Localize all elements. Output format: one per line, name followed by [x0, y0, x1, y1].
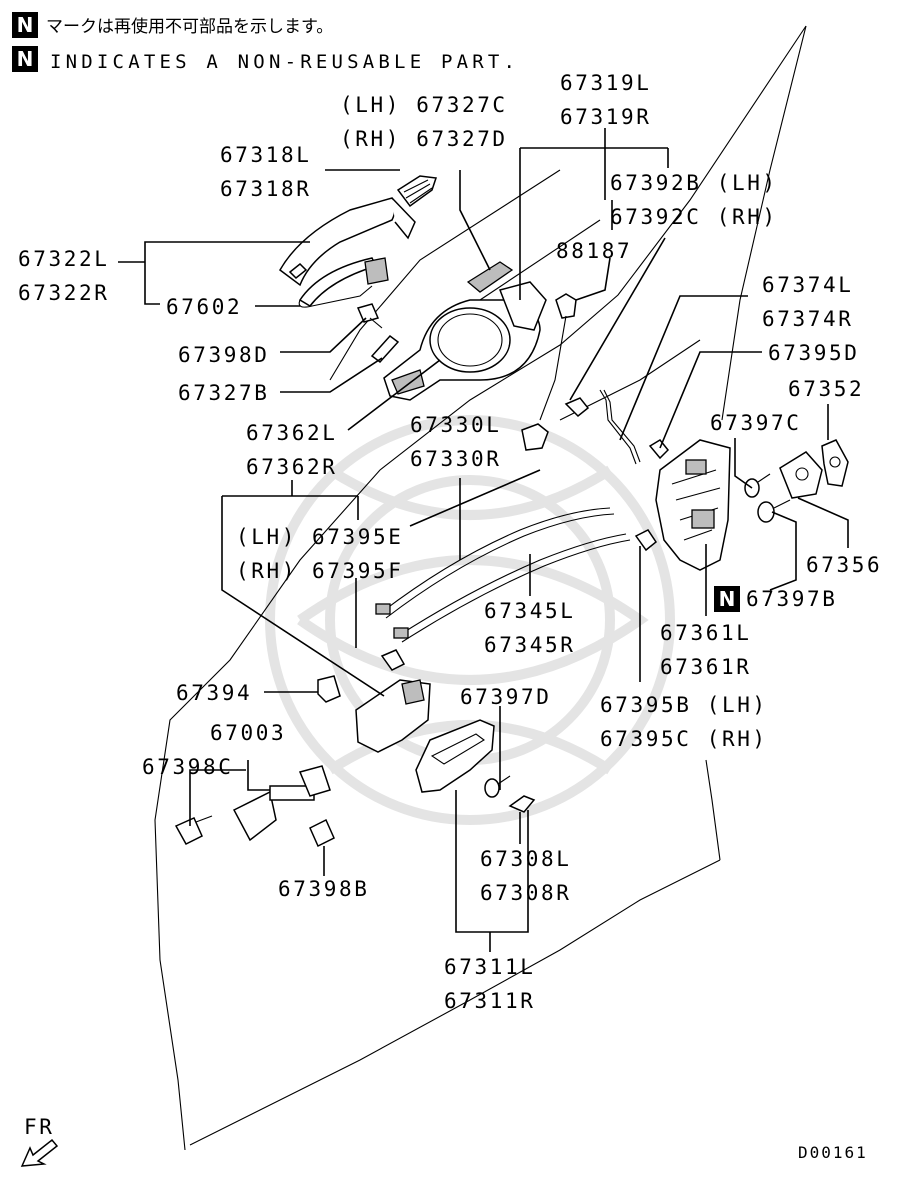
n-badge-en: N — [17, 47, 34, 71]
cover-67308 — [508, 795, 536, 813]
label-67392b: 67392B (LH) — [610, 171, 778, 195]
cables-67345 — [375, 507, 631, 643]
frame-67319 — [383, 281, 547, 401]
label-67395f: 67395F — [312, 559, 403, 583]
screw-67398d — [356, 303, 383, 329]
label-67327c: (LH) 67327C — [340, 93, 508, 117]
label-67374l: 67374L — [762, 273, 853, 297]
label-67327b: 67327B — [178, 381, 269, 405]
label-67319r: 67319R — [560, 105, 651, 129]
label-67395c: 67395C (RH) — [600, 727, 768, 751]
spacer-67352 — [821, 439, 849, 487]
connector-67330 — [521, 397, 590, 451]
label-67397b: 67397B — [746, 587, 837, 611]
label-67319l: 67319L — [560, 71, 651, 95]
label-67395e: 67395E — [312, 525, 403, 549]
leader-lines — [118, 128, 849, 952]
label-67345r: 67345R — [484, 633, 575, 657]
label-67311l: 67311L — [444, 955, 535, 979]
bumper-67394 — [317, 675, 341, 703]
label-67398c: 67398C — [142, 755, 233, 779]
label-67318r: 67318R — [220, 177, 311, 201]
label-67003: 67003 — [210, 721, 286, 745]
label-67397c: 67397C — [710, 411, 801, 435]
n-badge-67397b — [714, 586, 740, 612]
label-67397d: 67397D — [460, 685, 551, 709]
front-direction: FR — [20, 1115, 59, 1167]
label-67327d: (RH) 67327D — [340, 127, 508, 151]
label-67308r: 67308R — [480, 881, 571, 905]
label-67398d: 67398D — [178, 343, 269, 367]
part-labels: (LH) 67327C (RH) 67327D 67319L 67319R 67… — [18, 71, 882, 1013]
screw-67397b — [757, 499, 791, 523]
screw-67397d — [484, 775, 511, 798]
inner-handle-67311 — [415, 719, 495, 793]
label-67395e-lh: (LH) — [236, 525, 297, 549]
label-67318l: 67318L — [220, 143, 311, 167]
label-88187: 88187 — [556, 239, 632, 263]
label-67395b: 67395B (LH) — [600, 693, 768, 717]
rod-67374 — [599, 389, 641, 465]
bolt-67398c — [174, 815, 213, 845]
label-67356: 67356 — [806, 553, 882, 577]
label-67398b: 67398B — [278, 877, 369, 901]
label-67602: 67602 — [166, 295, 242, 319]
label-67362r: 67362R — [246, 455, 337, 479]
non-reusable-note: N マークは再使用不可部品を示します。 N INDICATES A NON-RE… — [12, 12, 519, 73]
label-67394: 67394 — [176, 681, 252, 705]
label-67395f-rh: (RH) — [236, 559, 297, 583]
label-67322l: 67322L — [18, 247, 109, 271]
label-67361r: 67361R — [660, 655, 751, 679]
label-67392c: 67392C (RH) — [610, 205, 778, 229]
handle-gasket-67602 — [298, 257, 389, 308]
clip-67395b — [634, 529, 658, 552]
label-67311r: 67311R — [444, 989, 535, 1013]
clip-67327b — [370, 334, 400, 364]
clip-67395e — [380, 649, 406, 671]
label-67374r: 67374R — [762, 307, 853, 331]
fr-label: FR — [24, 1115, 55, 1139]
label-67330l: 67330L — [410, 413, 501, 437]
n-badge-jp: N — [17, 13, 34, 37]
label-67330r: 67330R — [410, 447, 501, 471]
handle-cap-67318 — [396, 175, 438, 208]
note-english: INDICATES A NON-REUSABLE PART. — [50, 51, 519, 73]
outer-handle-67322 — [279, 197, 416, 287]
n-badge-67397b-text: N — [719, 587, 736, 611]
label-67345l: 67345L — [484, 599, 575, 623]
door-outline — [154, 25, 807, 1151]
note-japanese: マークは再使用不可部品を示します。 — [46, 16, 333, 37]
label-67352: 67352 — [788, 377, 864, 401]
label-67395d: 67395D — [768, 341, 859, 365]
label-67322r: 67322R — [18, 281, 109, 305]
checker-67003 — [232, 765, 331, 842]
label-67308l: 67308L — [480, 847, 571, 871]
striker-67356 — [779, 451, 823, 499]
clip-67395d — [648, 439, 670, 460]
label-67361l: 67361L — [660, 621, 751, 645]
diagram-code: D00161 — [798, 1143, 868, 1162]
inner-handle-bracket — [355, 679, 431, 753]
bolt-67398b — [309, 818, 335, 848]
fr-arrow-icon — [20, 1138, 59, 1167]
rod-88187 — [539, 293, 577, 421]
bezel-67327c — [466, 261, 514, 293]
latch-67361 — [655, 439, 731, 571]
label-67362l: 67362L — [246, 421, 337, 445]
